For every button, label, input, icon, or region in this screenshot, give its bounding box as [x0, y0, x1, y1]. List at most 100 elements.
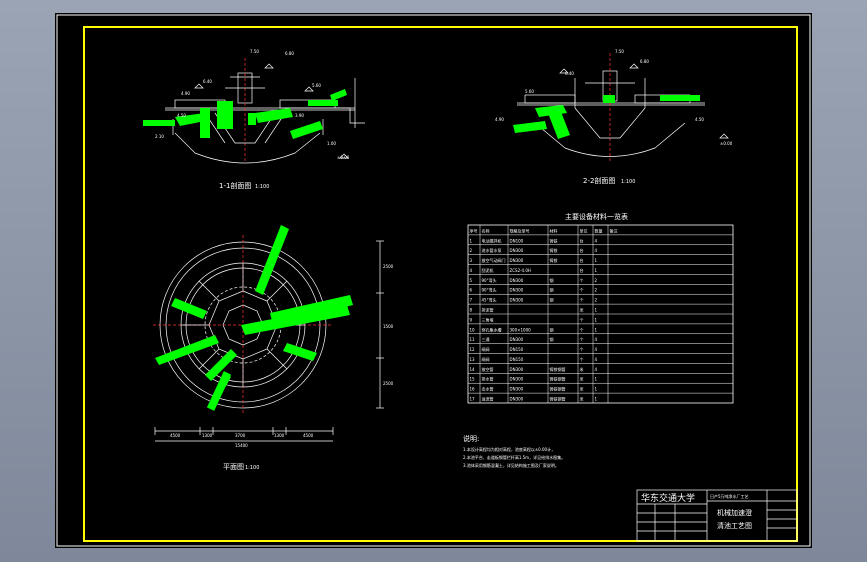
table-cell: 4	[470, 268, 473, 273]
section-1-scale: 1:100	[255, 184, 269, 190]
table-cell: 台	[580, 247, 584, 253]
table-cell: 闸阀	[482, 346, 490, 352]
table-cell: 1	[595, 397, 598, 402]
table-cell: 米	[580, 396, 584, 402]
table-cell: 刮泥机	[482, 267, 494, 273]
pipe-outlet	[660, 95, 700, 101]
table-cell: 14	[470, 367, 476, 372]
level-label: 5.60	[525, 89, 534, 94]
table-cell: 个	[580, 357, 584, 362]
table-cell: 1	[595, 387, 598, 392]
table-header-cell: 数量	[595, 227, 603, 233]
table-cell: 钢	[550, 297, 554, 303]
table-cell: 1	[595, 327, 598, 332]
table-cell: 4	[595, 248, 598, 253]
pipe-inlet-left-2	[155, 335, 219, 365]
table-cell: DN150	[510, 347, 524, 352]
drawing-name-1: 机械加速澄	[717, 508, 752, 517]
table-header-cell: 材料	[550, 227, 558, 233]
table-cell: 铸铁钢管	[550, 396, 566, 402]
level-label: 6.80	[285, 51, 294, 56]
table-cell: 排泥管	[482, 307, 494, 313]
dim-label: 3700	[235, 433, 246, 438]
notes: 说明: 1.本设计高程均为相对高程，池底高程以±0.00计， 2.本池平台、走道…	[463, 434, 565, 468]
table-cell: 16	[470, 387, 476, 392]
plan-labels: 平面图 1:100 4500 1300 3700 1300 4500 15400…	[170, 264, 394, 471]
title-block-text: 华东交通大学 日产5万吨净水厂工艺 机械加速澄 清池工艺图	[641, 492, 752, 530]
dim-total-label: 15400	[235, 443, 248, 448]
table-cell: 放空气动阀门	[482, 257, 506, 263]
section-2-title: 2-2剖面图	[583, 176, 615, 185]
table-cell: 钢	[550, 277, 554, 283]
table-cell: 溢流管	[482, 396, 494, 402]
table-cell: 15	[470, 377, 476, 382]
project-name: 日产5万吨净水厂工艺	[710, 493, 749, 499]
pipe-center-small	[248, 113, 256, 125]
table-cell: DN300	[510, 258, 524, 263]
table-cell: 2	[595, 298, 598, 303]
table-cell: 铸铁	[550, 257, 558, 263]
table-cell: 90°弯头	[482, 287, 497, 293]
pipe-riser-left	[200, 108, 210, 138]
table-cell: 三通	[482, 336, 490, 342]
table-cell: 台	[580, 237, 584, 243]
table-cell: 17	[470, 397, 476, 402]
level-label: 1.00	[327, 141, 336, 146]
drawing-canvas: 1-1剖面图 1:100 7.50 6.80 6.40 5.60 4.90 4.…	[56, 14, 811, 547]
plan-view	[153, 235, 384, 442]
table-cell: 钢	[550, 326, 554, 332]
table-header-cell: 名称	[482, 227, 490, 233]
table-cell: DN300	[510, 367, 524, 372]
table-cell: 4	[595, 357, 598, 362]
table-cell: 1	[470, 238, 473, 243]
plan-scale: 1:100	[245, 465, 259, 471]
dim-label: 4500	[170, 433, 181, 438]
level-label: 7.50	[615, 49, 624, 54]
table-cell: 个	[580, 327, 584, 332]
table-header-cell: 序号	[470, 227, 478, 233]
border-frame	[83, 26, 798, 542]
table-header-cell: 备注	[610, 227, 618, 233]
table-cell: 1	[595, 308, 598, 313]
table-cell: 7	[470, 298, 473, 303]
level-label: 4.90	[181, 91, 190, 96]
drawing-name-2: 清池工艺图	[717, 521, 752, 530]
table-cell: 2	[595, 278, 598, 283]
table-cell: 进水管水泵	[482, 247, 502, 253]
section-1-title: 1-1剖面图	[219, 181, 251, 190]
level-label: 6.40	[565, 71, 574, 76]
table-cell: 个	[580, 337, 584, 342]
table-cell: 个	[580, 317, 584, 322]
dim-label: 2500	[383, 381, 394, 386]
dim-label: 4500	[303, 433, 314, 438]
pipe-bottom	[206, 371, 232, 411]
table-cell: 台	[580, 267, 584, 273]
outer-frame	[56, 14, 811, 547]
table-cell: 米	[580, 366, 584, 372]
table-cell: 米	[580, 307, 584, 313]
table-cell: 米	[580, 376, 584, 382]
table-cell: 9	[470, 317, 473, 322]
dim-label: 1300	[274, 433, 285, 438]
table-cell: DN300	[510, 248, 524, 253]
table-cell: DN300	[510, 288, 524, 293]
table-cell: 个	[580, 298, 584, 303]
table-cell: 5	[470, 278, 473, 283]
section-1-1	[165, 58, 365, 164]
university-name: 华东交通大学	[641, 492, 695, 504]
table-cell: 45°弯头	[482, 297, 497, 303]
table-header-cell: 单位	[580, 227, 588, 233]
table-cell: 12	[470, 347, 476, 352]
table-cell: DN300	[510, 337, 524, 342]
pipe-center	[603, 95, 615, 103]
pipe-drain	[290, 121, 323, 139]
table-cell: 2	[470, 248, 473, 253]
title-block	[636, 489, 798, 542]
level-label: 7.50	[250, 49, 259, 54]
table-cell: 铸铁钢管	[550, 366, 566, 372]
level-label: ±0.00	[720, 141, 733, 146]
table-cell: DN300	[510, 278, 524, 283]
pipe-outlet-right	[255, 108, 293, 123]
drawing-sheet: 1-1剖面图 1:100 7.50 6.80 6.40 5.60 4.90 4.…	[55, 13, 812, 548]
plan-title: 平面图	[223, 463, 244, 471]
